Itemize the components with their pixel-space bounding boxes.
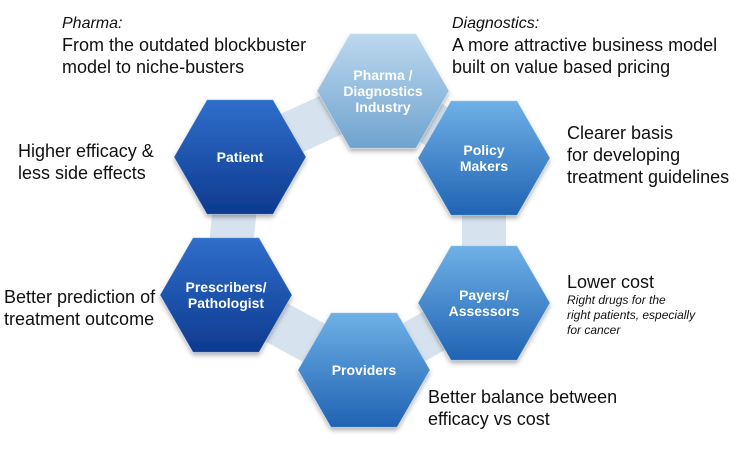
hexagon-patient-shape: [173, 99, 307, 215]
hexagon-policy-label-line-2: Makers: [460, 158, 508, 174]
hexagon-patient: Patient: [173, 99, 307, 215]
caption-providers-line-2: efficacy vs cost: [428, 409, 550, 429]
hexagon-payers-label-line-2: Assessors: [449, 303, 520, 319]
hexagon-payers-label-line-1: Payers/: [459, 287, 509, 303]
caption-pharma-line-1: From the outdated blockbuster: [62, 35, 307, 55]
caption-payers-sub-3: for cancer: [567, 323, 621, 337]
caption-policy-line-1: Clearer basis: [567, 123, 674, 143]
hexagon-pharma-label-line-2: Diagnostics: [343, 83, 423, 99]
caption-providers-line-1: Better balance between: [428, 387, 618, 407]
hexagon-prescribers-shape: [159, 237, 293, 353]
caption-payers-line-1: Lower cost: [567, 272, 655, 292]
caption-prescribers-line-1: Better prediction of: [4, 287, 156, 307]
hexagon-prescribers-label-line-1: Prescribers/: [186, 279, 267, 295]
hexagon-payers-shape: [417, 245, 551, 361]
hexagon-patient-label-line-1: Patient: [217, 149, 264, 165]
caption-diagnostics-heading: Diagnostics:: [452, 15, 540, 32]
caption-patient: Higher efficacy & less side effects: [18, 140, 154, 184]
caption-diagnostics-line-2: built on value based pricing: [452, 57, 671, 77]
caption-payers-sub-1: Right drugs for the: [567, 293, 666, 307]
caption-providers: Better balance between efficacy vs cost: [428, 386, 617, 430]
hexagon-pharma-shape: [316, 33, 450, 149]
hexagon-pharma-label-line-1: Pharma /: [353, 67, 412, 83]
hexagon-pharma-label-line-3: Industry: [355, 99, 410, 115]
hexagon-policy-label-line-1: Policy: [463, 142, 504, 158]
caption-policy-line-2: for developing: [567, 145, 681, 165]
caption-pharma-heading: Pharma:: [62, 15, 123, 32]
caption-prescribers-line-2: treatment outcome: [4, 309, 155, 329]
hexagon-providers-label-line-1: Providers: [332, 362, 397, 378]
caption-pharma-line-2: model to niche-busters: [62, 57, 245, 77]
hexagon-prescribers-label-line-2: Pathologist: [188, 295, 265, 311]
caption-policy-line-3: treatment guidelines: [567, 167, 730, 187]
hexagon-providers: Providers: [297, 312, 431, 428]
caption-pharma: Pharma: From the outdated blockbuster mo…: [62, 14, 306, 78]
caption-policy: Clearer basis for developing treatment g…: [567, 122, 729, 188]
caption-diagnostics: Diagnostics: A more attractive business …: [452, 14, 717, 78]
caption-prescribers: Better prediction of treatment outcome: [4, 286, 155, 330]
caption-payers: Lower cost Right drugs for the right pat…: [567, 271, 695, 338]
hexagon-policy-shape: [417, 100, 551, 216]
hexagon-providers-shape: [297, 312, 431, 428]
hexagon-prescribers: Prescribers/Pathologist: [159, 237, 293, 353]
caption-patient-line-1: Higher efficacy &: [18, 141, 154, 161]
hexagon-payers: Payers/Assessors: [417, 245, 551, 361]
caption-diagnostics-line-1: A more attractive business model: [452, 35, 718, 55]
caption-payers-sub-2: right patients, especially: [567, 308, 696, 322]
caption-patient-line-2: less side effects: [18, 163, 146, 183]
hexagons-layer: Pharma /DiagnosticsIndustryPolicyMakersP…: [159, 33, 551, 428]
